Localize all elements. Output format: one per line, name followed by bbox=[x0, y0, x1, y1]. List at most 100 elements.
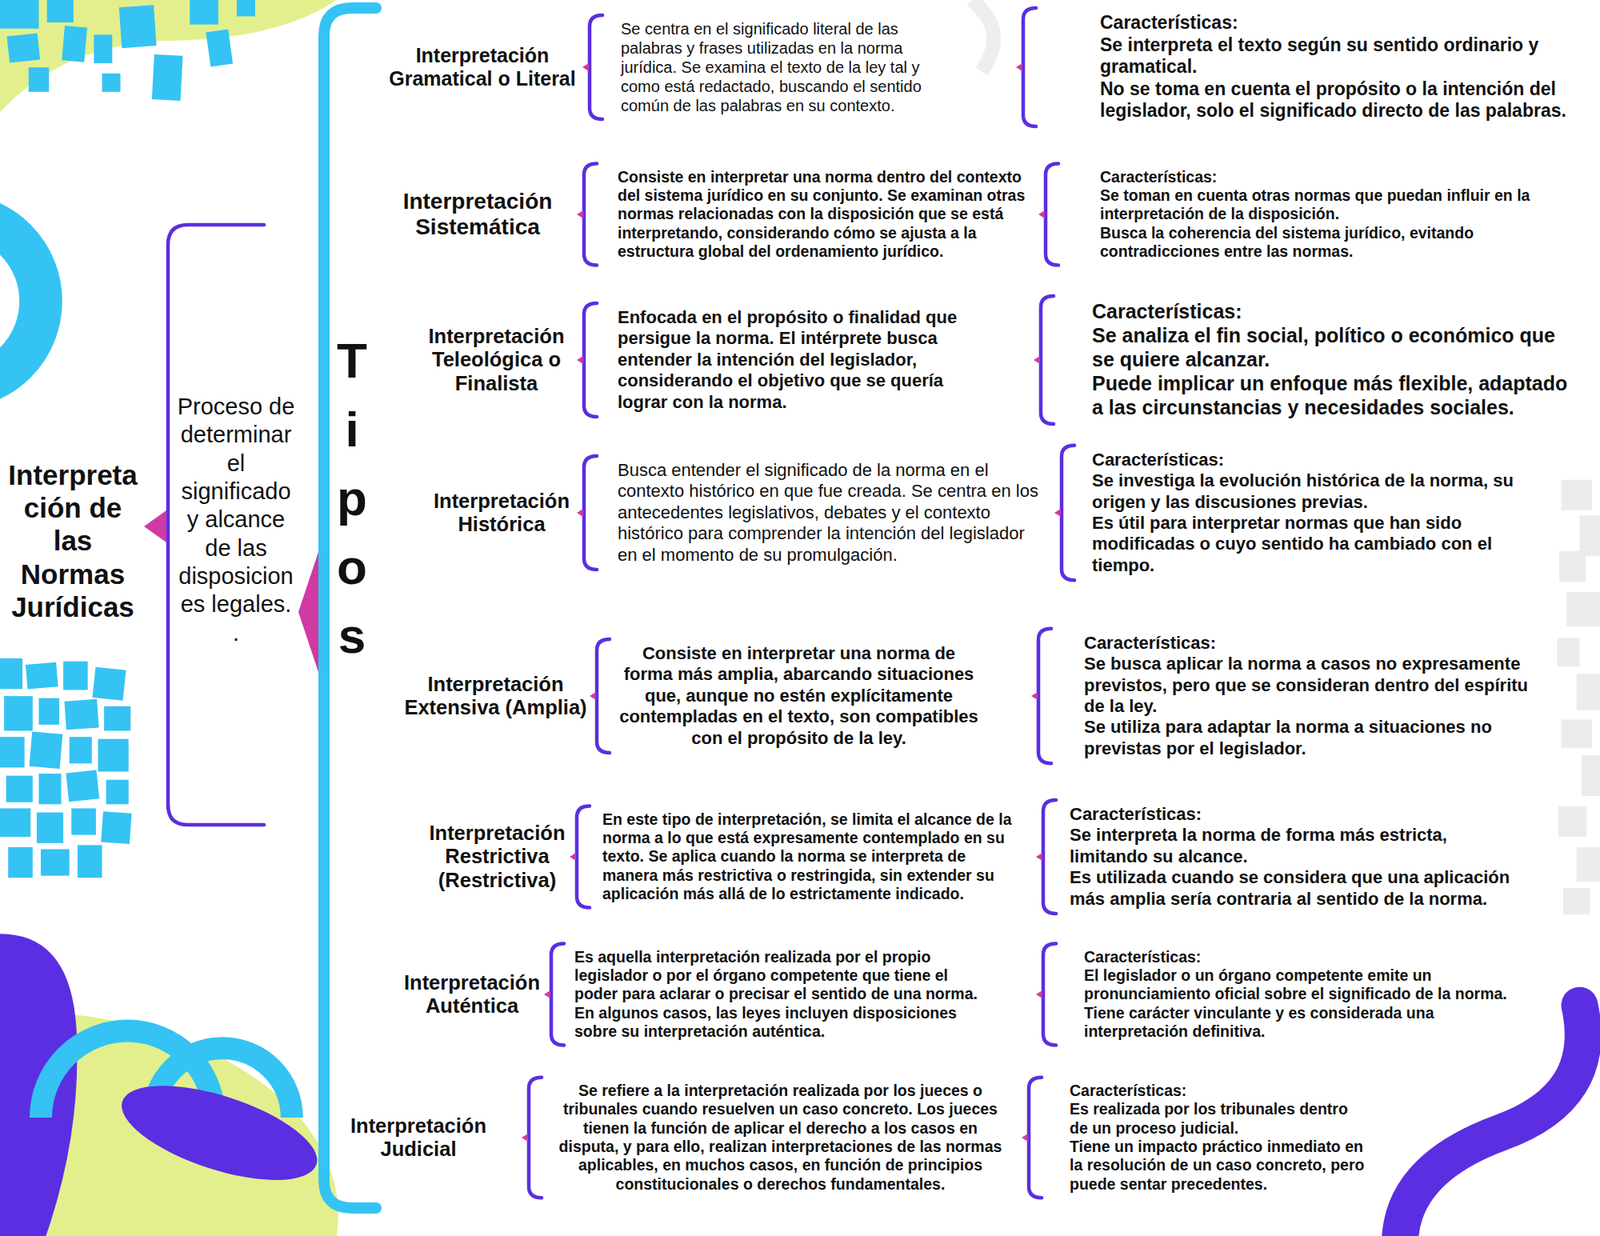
body-text: Es útil para interpretar normas que han … bbox=[1092, 512, 1520, 576]
type-name: Interpretación Gramatical o Literal bbox=[377, 44, 588, 91]
type-description: En este tipo de interpretación, se limit… bbox=[602, 810, 1016, 904]
heading-text: Características: bbox=[1092, 449, 1520, 471]
type-name: Interpretación Restrictiva (Restrictiva) bbox=[423, 821, 572, 892]
type-description: Se centra en el significado literal de l… bbox=[620, 19, 963, 116]
cyan-ring bbox=[0, 214, 41, 388]
bracket bbox=[1061, 445, 1075, 580]
mosaic-tile bbox=[47, 0, 74, 23]
bracket bbox=[596, 639, 610, 753]
mosaic-tile bbox=[4, 696, 33, 731]
body-text: Interpretación Judicial bbox=[344, 1114, 493, 1162]
bracket bbox=[1040, 296, 1054, 424]
mosaic-tile bbox=[205, 29, 233, 68]
body-text: Puede implicar un enfoque más flexible, … bbox=[1092, 372, 1576, 420]
body-text: Se busca aplicar la norma a casos no exp… bbox=[1084, 653, 1541, 717]
body-text: Tiene carácter vinculante y es considera… bbox=[1084, 1004, 1516, 1042]
pointer-tick bbox=[1016, 63, 1023, 72]
pointer-tick bbox=[576, 508, 584, 517]
mosaic-tile bbox=[38, 773, 61, 804]
body-text: Se toman en cuenta otras normas que pued… bbox=[1100, 186, 1556, 224]
type-description: Enfocada en el propósito o finalidad que… bbox=[617, 307, 964, 413]
body-text: Se interpreta la norma de forma más estr… bbox=[1069, 824, 1520, 868]
bracket bbox=[1045, 164, 1059, 266]
pointer-triangle bbox=[298, 552, 319, 672]
pointer-tick bbox=[1033, 356, 1040, 364]
mosaic-tile bbox=[189, 0, 219, 25]
body-text: Proceso de determinar el significado y a… bbox=[176, 392, 296, 648]
pointer-tick bbox=[1021, 1133, 1028, 1142]
mosaic-tile bbox=[63, 661, 88, 691]
mosaic-tile bbox=[1556, 637, 1580, 667]
mosaic-tile bbox=[106, 780, 129, 805]
type-characteristics: Características:Se toman en cuenta otras… bbox=[1100, 168, 1556, 262]
heading-text: Características: bbox=[1100, 12, 1588, 35]
pointer-tick bbox=[582, 63, 589, 72]
grey-mosaic bbox=[1556, 480, 1600, 915]
mosaic-tile bbox=[1566, 592, 1600, 627]
bracket bbox=[1043, 944, 1056, 1046]
pointer-tick bbox=[576, 356, 584, 364]
body-text: En este tipo de interpretación, se limit… bbox=[602, 810, 1016, 904]
mosaic-tile bbox=[25, 662, 59, 690]
mosaic-tile bbox=[64, 699, 99, 730]
mosaic-tile bbox=[0, 0, 39, 29]
body-text: No se toma en cuenta el propósito o la i… bbox=[1100, 78, 1588, 123]
mosaic-tile bbox=[152, 54, 184, 101]
body-text: Interpretación de las Normas Jurídicas bbox=[4, 458, 141, 624]
mosaic-tile bbox=[28, 731, 63, 769]
mosaic-tile bbox=[236, 0, 256, 16]
type-description: Consiste en interpretar una norma dentro… bbox=[617, 168, 1026, 262]
mosaic-tile bbox=[71, 808, 96, 835]
type-characteristics: Características:Se analiza el fin social… bbox=[1092, 300, 1576, 420]
mosaic-tile bbox=[93, 34, 112, 64]
bracket bbox=[1028, 1077, 1042, 1198]
type-description: Se refiere a la interpretación realizada… bbox=[556, 1081, 1005, 1194]
type-name: Interpretación Teleológica o Finalista bbox=[418, 324, 575, 396]
body-text: Busca la coherencia del sistema jurídico… bbox=[1100, 224, 1556, 262]
pointer-triangle bbox=[144, 510, 167, 543]
body-text: Es utilizada cuando se considera que una… bbox=[1069, 867, 1520, 910]
body-text: Se investiga la evolución histórica de l… bbox=[1092, 470, 1520, 513]
heading-text: Características: bbox=[1084, 948, 1516, 967]
body-text: Se centra en el significado literal de l… bbox=[620, 19, 963, 116]
mosaic-tile bbox=[0, 658, 23, 689]
mosaic-tile bbox=[104, 706, 131, 732]
heading-text: Características: bbox=[1100, 168, 1556, 187]
pointer-tick bbox=[1054, 508, 1061, 517]
mosaic-tile bbox=[0, 808, 31, 837]
mosaic-tile bbox=[38, 698, 60, 725]
type-characteristics: Características:Se busca aplicar la norm… bbox=[1084, 632, 1541, 760]
pointer-tick bbox=[1031, 692, 1038, 700]
body-text: Interpretación Restrictiva (Restrictiva) bbox=[423, 821, 572, 892]
type-characteristics: Características:Se interpreta el texto s… bbox=[1100, 12, 1588, 123]
body-text: Es realizada por los tribunales dentro d… bbox=[1069, 1100, 1366, 1138]
mosaic-tile bbox=[7, 32, 41, 63]
mosaic-tile bbox=[8, 847, 33, 878]
mosaic-tile bbox=[1576, 673, 1600, 711]
mosaic-tile bbox=[69, 736, 92, 764]
purple-ellipse bbox=[111, 1066, 328, 1200]
mosaic-tile bbox=[100, 811, 132, 844]
types-bracket bbox=[324, 8, 376, 1208]
mosaic-tile bbox=[0, 736, 25, 768]
mosaic-tile bbox=[1558, 806, 1588, 837]
mosaic-tile bbox=[1559, 551, 1586, 582]
type-description: Consiste en interpretar una norma de for… bbox=[617, 643, 980, 749]
body-text: Tiene un impacto práctico inmediato en l… bbox=[1069, 1137, 1366, 1194]
purple-curve bbox=[1400, 1005, 1584, 1236]
body-text: El legislador o un órgano competente emi… bbox=[1084, 966, 1516, 1004]
pointer-tick bbox=[576, 210, 584, 219]
mosaic-tile bbox=[102, 73, 121, 92]
bracket bbox=[1023, 8, 1036, 127]
mosaic-tile bbox=[77, 844, 103, 878]
pointer-tick bbox=[569, 852, 576, 861]
type-name: Interpretación Histórica bbox=[426, 489, 577, 537]
mosaic-tile bbox=[6, 776, 33, 803]
heading-text: Características: bbox=[1084, 632, 1541, 654]
mosaic-tile bbox=[61, 25, 88, 63]
type-characteristics: Características:Se interpreta la norma d… bbox=[1069, 804, 1520, 910]
body-text: Interpretación Histórica bbox=[426, 489, 577, 537]
body-text: Interpretación Teleológica o Finalista bbox=[418, 324, 575, 396]
type-name: Interpretación Extensiva (Amplia) bbox=[397, 672, 594, 720]
